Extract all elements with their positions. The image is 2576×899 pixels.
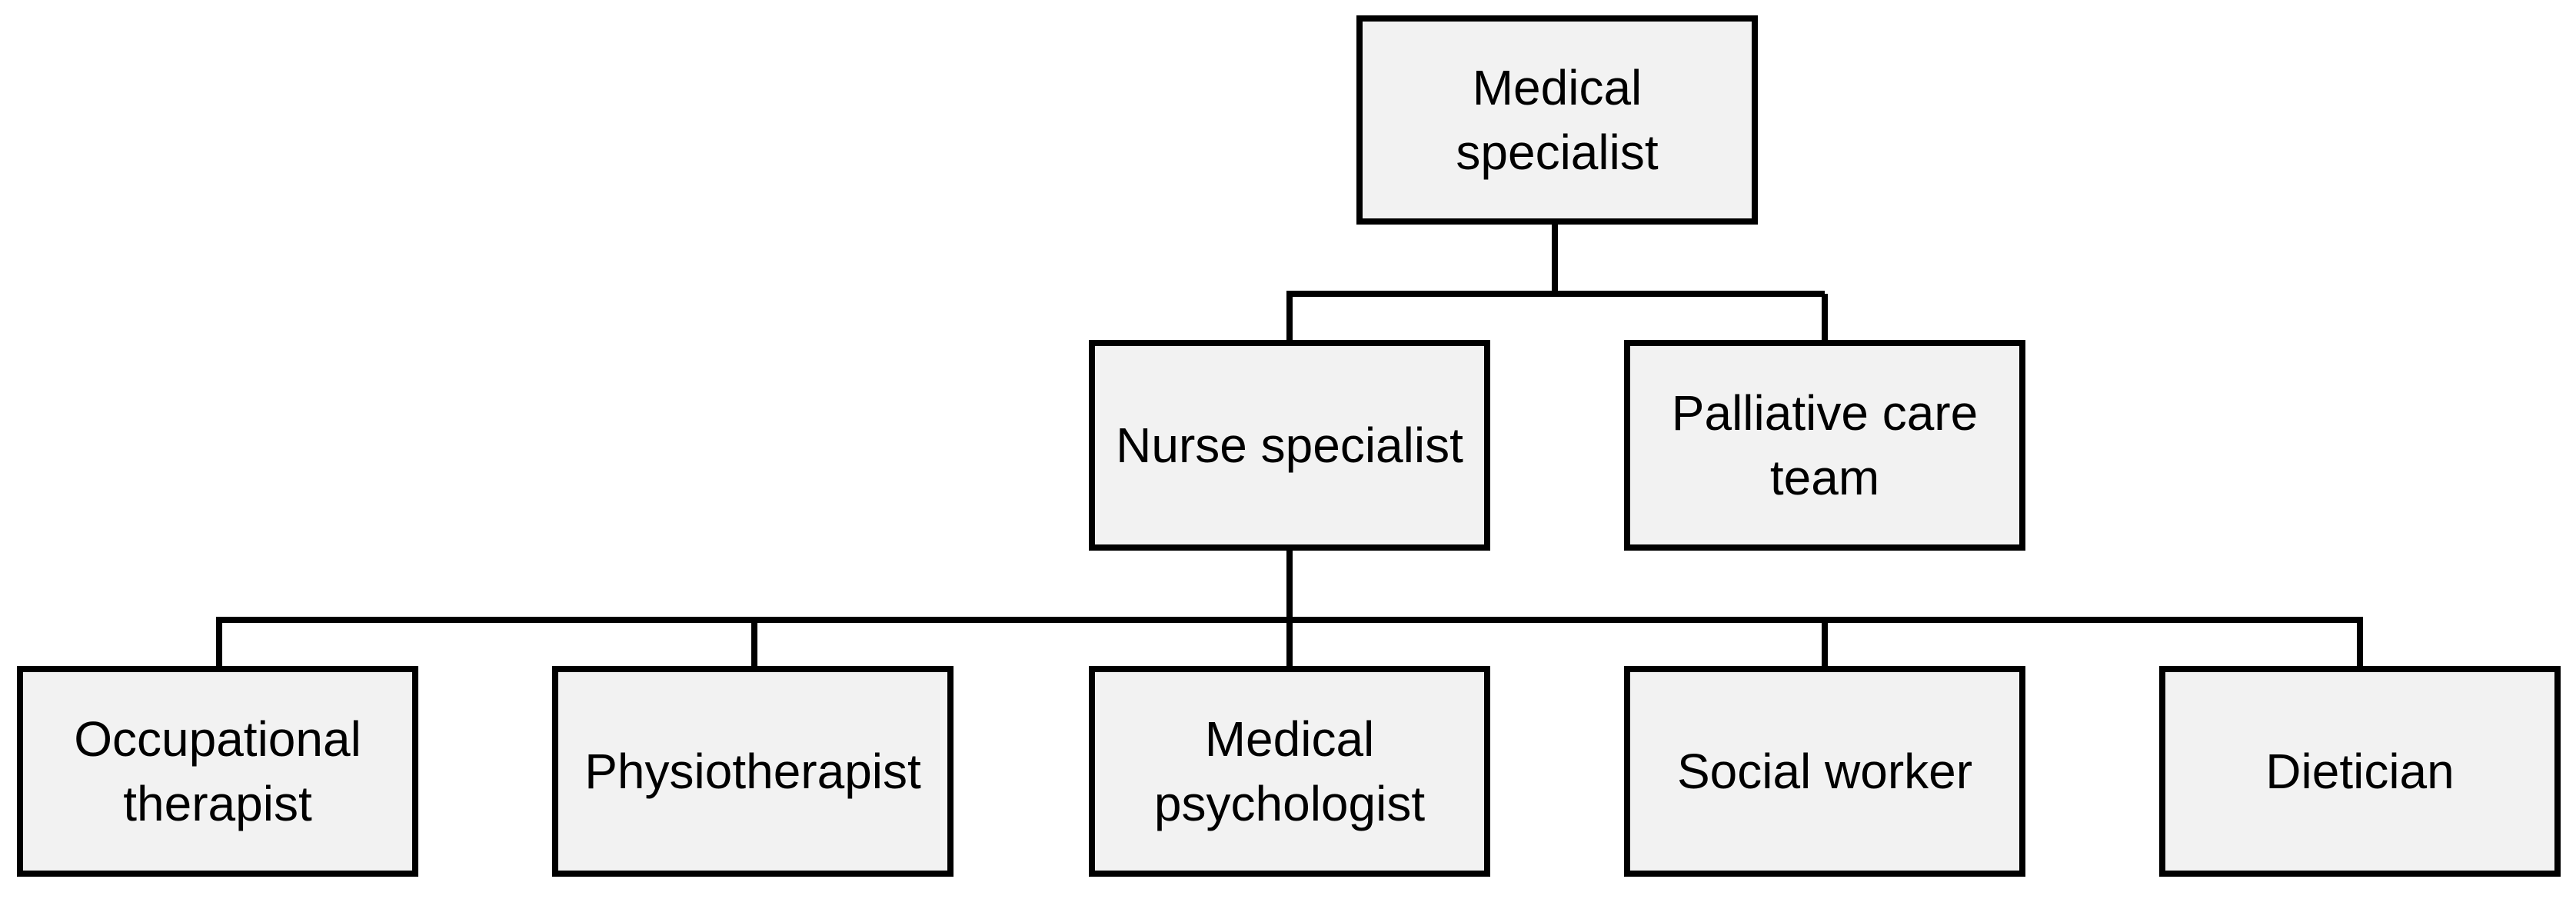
node-palliative-care-team: Palliative care team	[1624, 340, 2025, 551]
node-medical-psychologist: Medical psychologist	[1089, 666, 1490, 877]
node-nurse-specialist: Nurse specialist	[1089, 340, 1490, 551]
node-social-worker-label: Social worker	[1676, 744, 1973, 799]
node-medical-specialist: Medical specialist	[1356, 15, 1758, 225]
node-dietician-label: Dietician	[2265, 744, 2455, 799]
node-dietician: Dietician	[2159, 666, 2561, 877]
node-nurse-specialist-label: Nurse specialist	[1116, 418, 1463, 473]
node-occupational-therapist-label: Occupational therapist	[74, 711, 361, 831]
node-palliative-care-team-label: Palliative care team	[1671, 385, 1979, 505]
node-physiotherapist-label: Physiotherapist	[584, 744, 921, 799]
node-medical-specialist-label: Medical specialist	[1456, 60, 1659, 180]
node-physiotherapist: Physiotherapist	[552, 666, 954, 877]
node-medical-psychologist-label: Medical psychologist	[1153, 711, 1426, 831]
node-occupational-therapist: Occupational therapist	[17, 666, 418, 877]
node-social-worker: Social worker	[1624, 666, 2025, 877]
